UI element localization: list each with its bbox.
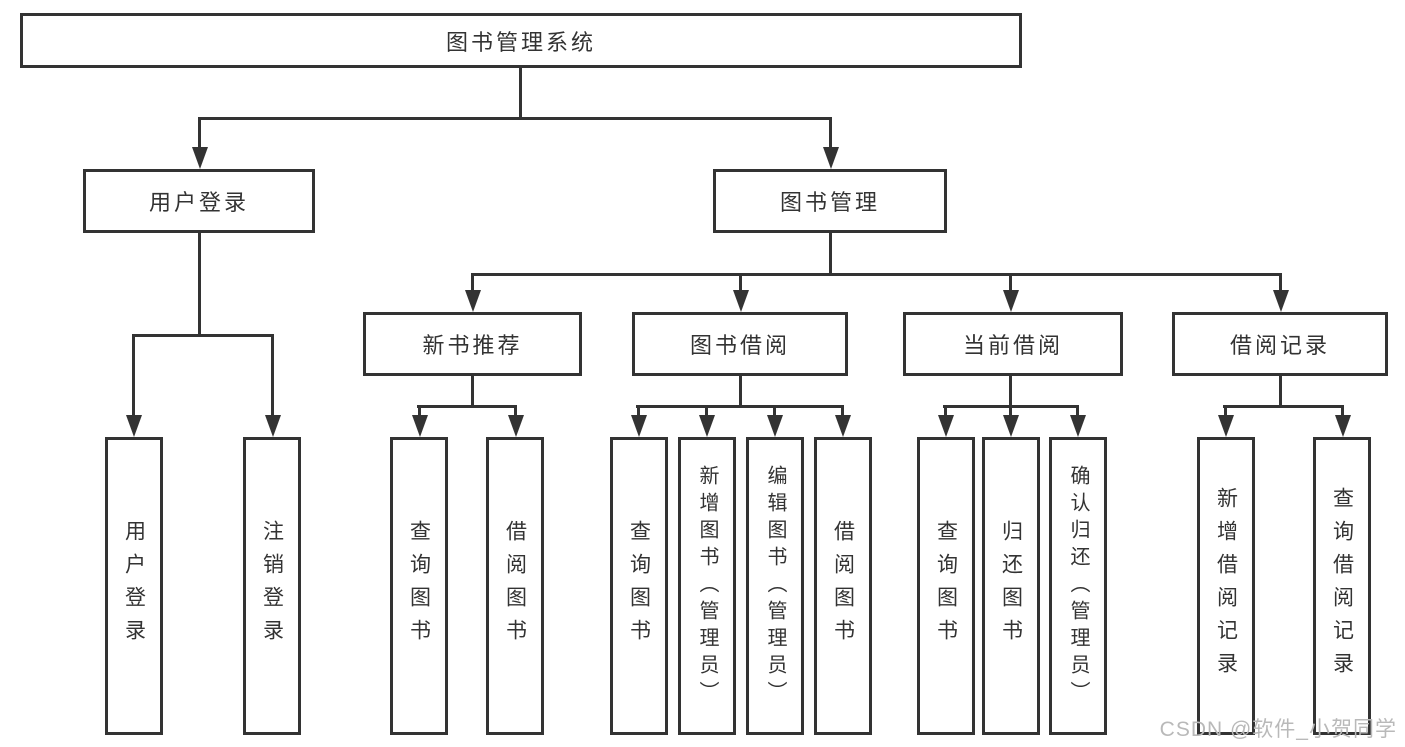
- arrow-to-current-borrow: [1002, 273, 1019, 312]
- connector-recommend-stem: [471, 376, 474, 405]
- node-borrow-records: 借阅记录: [1172, 312, 1388, 376]
- arrow-to-query-borrow-record: [1334, 405, 1351, 437]
- leaf-query-book-under-borrow: 查询图书: [610, 437, 668, 735]
- node-book-management-branch: 图书管理: [713, 169, 947, 233]
- arrow-to-book-borrow: [732, 273, 749, 312]
- leaf-user-login: 用户登录: [105, 437, 163, 735]
- arrow-to-borrow-records: [1272, 273, 1289, 312]
- connector-borrow-records-stem: [1279, 376, 1282, 405]
- csdn-watermark: CSDN @软件_小贺同学: [1159, 718, 1397, 741]
- node-book-borrow: 图书借阅: [632, 312, 848, 376]
- leaf-logout: 注销登录: [243, 437, 301, 735]
- connector-user-login-crossbar: [132, 334, 274, 337]
- arrow-to-confirm-return-admin: [1069, 405, 1086, 437]
- arrow-to-borrow-book-1: [507, 405, 524, 437]
- leaf-edit-book-admin: 编辑图书（管理员）: [746, 437, 804, 735]
- connector-book-borrow-stem: [739, 376, 742, 405]
- connector-recommend-crossbar: [417, 405, 517, 408]
- arrow-to-return-book: [1002, 405, 1019, 437]
- connector-book-mgmt-stem: [829, 233, 832, 273]
- leaf-add-borrow-record: 新增借阅记录: [1197, 437, 1255, 735]
- arrow-to-query-book-2: [630, 405, 647, 437]
- leaf-add-book-admin: 新增图书（管理员）: [678, 437, 736, 735]
- leaf-query-book-under-recommend: 查询图书: [390, 437, 448, 735]
- leaf-borrow-book-under-borrow: 借阅图书: [814, 437, 872, 735]
- node-current-borrow: 当前借阅: [903, 312, 1123, 376]
- arrow-to-edit-book-admin: [766, 405, 783, 437]
- connector-root-crossbar: [198, 117, 832, 120]
- arrow-to-user-login: [191, 117, 208, 169]
- connector-borrow-records-crossbar: [1223, 405, 1344, 408]
- connector-current-borrow-stem: [1009, 376, 1012, 405]
- connector-book-borrow-crossbar: [636, 405, 844, 408]
- arrow-to-query-book-3: [937, 405, 954, 437]
- leaf-confirm-return-admin: 确认归还（管理员）: [1049, 437, 1107, 735]
- node-user-login-branch: 用户登录: [83, 169, 315, 233]
- arrow-to-add-book-admin: [698, 405, 715, 437]
- leaf-return-book: 归还图书: [982, 437, 1040, 735]
- connector-book-mgmt-crossbar: [471, 273, 1281, 276]
- node-new-book-recommend: 新书推荐: [363, 312, 582, 376]
- connector-user-login-stem: [198, 233, 201, 334]
- node-root: 图书管理系统: [20, 13, 1022, 68]
- arrow-to-add-borrow-record: [1217, 405, 1234, 437]
- arrow-to-query-book-1: [411, 405, 428, 437]
- arrow-to-new-book-recommend: [464, 273, 481, 312]
- leaf-query-book-under-current: 查询图书: [917, 437, 975, 735]
- arrow-to-leaf-user-login: [125, 334, 142, 437]
- leaf-borrow-book-under-recommend: 借阅图书: [486, 437, 544, 735]
- connector-root-stem: [519, 68, 522, 117]
- leaf-query-borrow-record: 查询借阅记录: [1313, 437, 1371, 735]
- arrow-to-book-management: [822, 117, 839, 169]
- arrow-to-leaf-logout: [264, 334, 281, 437]
- arrow-to-borrow-book-2: [834, 405, 851, 437]
